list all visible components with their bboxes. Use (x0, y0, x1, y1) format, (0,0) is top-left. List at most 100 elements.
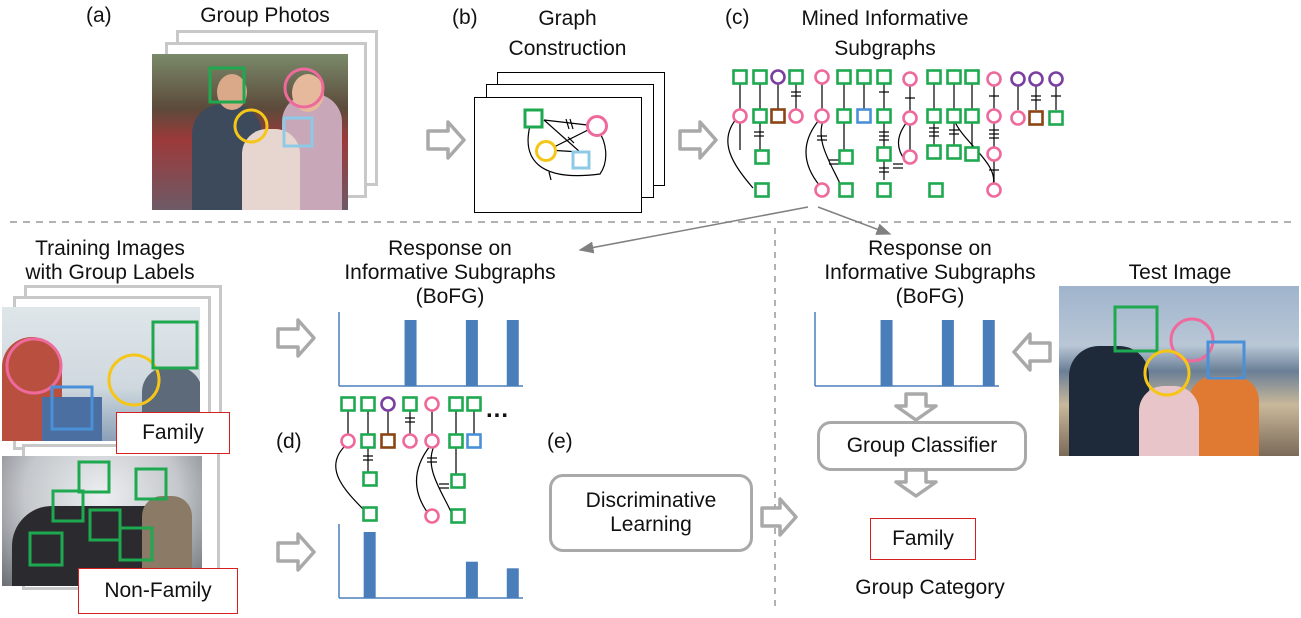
subgraph-node-circle (814, 108, 830, 124)
response-right-line1: Response on (868, 237, 992, 260)
training-family-face-marks (5, 320, 199, 431)
subgraph-node-circle (424, 433, 440, 449)
learning-line1: Discriminative (585, 489, 717, 512)
subgraph-node-circle (424, 396, 440, 412)
panel-e-tag: (e) (547, 430, 573, 453)
subgraph-node-square (836, 108, 852, 124)
subgraph-node-square (926, 144, 942, 160)
block-arrow (426, 120, 466, 160)
subgraph-node-circle (986, 108, 1002, 124)
subgraph-node-circle (1010, 110, 1026, 126)
subgraph-node-square (362, 471, 378, 487)
block-arrow (276, 318, 316, 358)
subgraph-node-square (964, 69, 980, 85)
block-arrow (760, 497, 798, 537)
subgraph-ellipsis: ... (486, 396, 510, 423)
response-right-line3: (BoFG) (895, 285, 965, 308)
panel-c-title-line1: Mined Informative (801, 7, 969, 30)
training-nonfamily-face-marks (28, 460, 168, 567)
panel-c-title-line2: Subgraphs (834, 37, 936, 60)
mined-subgraph-nodes (732, 69, 1064, 198)
subgraph-node-square (732, 69, 748, 85)
subgraph-node-square (752, 69, 768, 85)
subgraph-node-square (928, 182, 944, 198)
chart-bar (404, 320, 417, 386)
group-category-label: Group Category (855, 576, 1005, 599)
subgraph-node-square (754, 182, 770, 198)
subgraph-node-square (450, 473, 466, 489)
subgraph-node-circle (902, 71, 918, 87)
subgraph-node-square (946, 108, 962, 124)
discriminative-learning-box: Discriminative Learning (549, 474, 753, 552)
chart-test-response (814, 312, 999, 387)
chart-bar (941, 320, 954, 386)
subgraph-node-circle (902, 110, 918, 126)
subgraph-node-square (340, 396, 356, 412)
subgraph-node-square (836, 69, 852, 85)
chart-bar (506, 568, 519, 598)
chart-nonfamily-response (338, 524, 523, 599)
training-title-line1: Training Images (35, 237, 185, 260)
block-arrow (276, 532, 316, 572)
subgraph-node-square (1048, 110, 1064, 126)
panel-b-tag: (b) (452, 6, 478, 29)
group-photo-face-marks (208, 66, 325, 148)
test-photo (1059, 286, 1299, 456)
chart-bar (465, 320, 478, 386)
subgraph-node-circle (424, 508, 440, 524)
test-image-title: Test Image (1128, 261, 1232, 284)
subgraph-node-circle (380, 396, 396, 412)
subgraph-node-circle (788, 108, 804, 124)
distribution-arrows (578, 206, 892, 254)
group-classifier-box: Group Classifier (817, 421, 1027, 471)
subgraph-node-circle (986, 71, 1002, 87)
panel-b-title-line1: Graph (538, 7, 597, 30)
subgraph-node-square (838, 149, 854, 165)
subgraph-node-square (466, 433, 482, 449)
subgraph-node-circle (1048, 71, 1064, 87)
chart-bar (982, 320, 995, 386)
response-left-line3: (BoFG) (415, 285, 485, 308)
label-nonfamily: Non-Family (78, 568, 238, 614)
subgraph-node-square (448, 396, 464, 412)
chart-bar (363, 532, 376, 598)
block-arrow (1012, 332, 1052, 372)
subgraph-node-square (926, 69, 942, 85)
result-family-label: Family (870, 518, 976, 560)
subgraph-node-circle (986, 146, 1002, 162)
subgraph-node-square (770, 108, 786, 124)
response-left-line1: Response on (388, 237, 512, 260)
subgraph-node-circle (814, 69, 830, 85)
subgraph-node-circle (732, 108, 748, 124)
chart-bar (465, 561, 478, 598)
subgraph-d-edges (335, 410, 475, 517)
subgraph-node-square (752, 108, 768, 124)
subgraph-node-circle (770, 69, 786, 85)
subgraph-node-square (1028, 110, 1044, 126)
face-graph-nodes (523, 108, 608, 170)
subgraph-node-square (788, 69, 804, 85)
subgraph-node-square (402, 396, 418, 412)
subgraph-node-square (466, 396, 482, 412)
subgraph-node-square (450, 508, 466, 524)
chart-bar (506, 320, 519, 386)
panel-a-title: Group Photos (200, 4, 330, 27)
group-photo-family (152, 54, 348, 210)
panel-a-tag: (a) (86, 4, 112, 27)
test-face-marks (1113, 305, 1246, 397)
subgraph-node-square (838, 182, 854, 198)
subgraph-node-circle (902, 149, 918, 165)
subgraph-node-circle (986, 182, 1002, 198)
subgraph-node-square (876, 108, 892, 124)
block-arrows (276, 120, 1052, 572)
subgraph-node-circle (402, 433, 418, 449)
subgraph-node-square (754, 149, 770, 165)
subgraph-node-square (448, 433, 464, 449)
panel-b-title-line2: Construction (508, 37, 627, 60)
subgraph-node-square (946, 69, 962, 85)
subgraph-node-square (964, 146, 980, 162)
subgraph-node-square (876, 69, 892, 85)
subgraph-node-square (360, 433, 376, 449)
training-title-line2: with Group Labels (25, 261, 195, 284)
